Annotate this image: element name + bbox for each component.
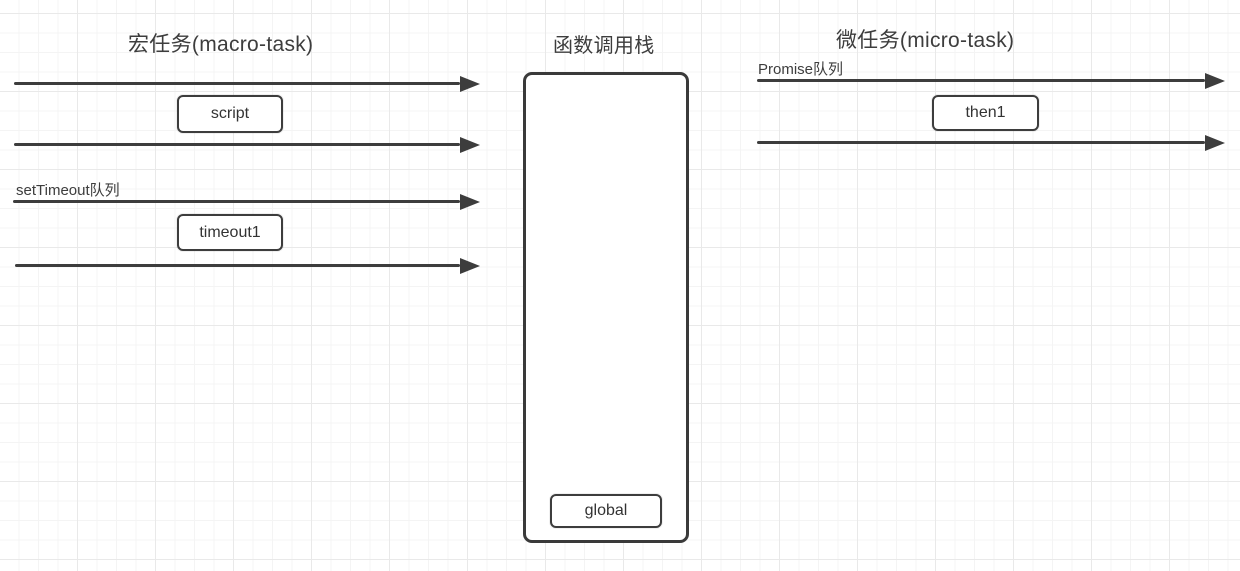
arrowhead-icon [460, 75, 480, 92]
then1-task-label: then1 [965, 104, 1006, 121]
settimeout-queue-label: setTimeout队列 [16, 182, 120, 199]
timeout1-task-label: timeout1 [199, 223, 261, 241]
script-task-box: script [177, 95, 283, 133]
call-stack-container [523, 72, 689, 543]
arrowhead-icon [460, 257, 480, 274]
arrowhead-icon [460, 193, 480, 210]
script-task-label: script [210, 105, 250, 122]
macro-queue-arrow-2 [14, 136, 480, 153]
global-frame-box: global [550, 494, 662, 528]
arrowhead-icon [460, 136, 480, 153]
settimeout-queue-arrow-top [13, 193, 480, 210]
timeout1-task-box: timeout1 [177, 214, 283, 251]
global-frame-label: global [584, 502, 628, 519]
call-stack-title: 函数调用栈 [553, 35, 655, 57]
arrowhead-icon [1205, 72, 1225, 89]
macro-task-title: 宏任务(macro-task) [128, 33, 314, 56]
macro-queue-arrow-1 [14, 75, 480, 92]
settimeout-queue-arrow-bottom [15, 257, 480, 274]
promise-queue-arrow-bottom [757, 134, 1225, 151]
promise-queue-arrow-top [757, 72, 1225, 89]
then1-task-box: then1 [932, 95, 1039, 131]
arrowhead-icon [1205, 134, 1225, 151]
micro-task-title: 微任务(micro-task) [836, 29, 1015, 52]
promise-queue-label: Promise队列 [758, 61, 844, 78]
